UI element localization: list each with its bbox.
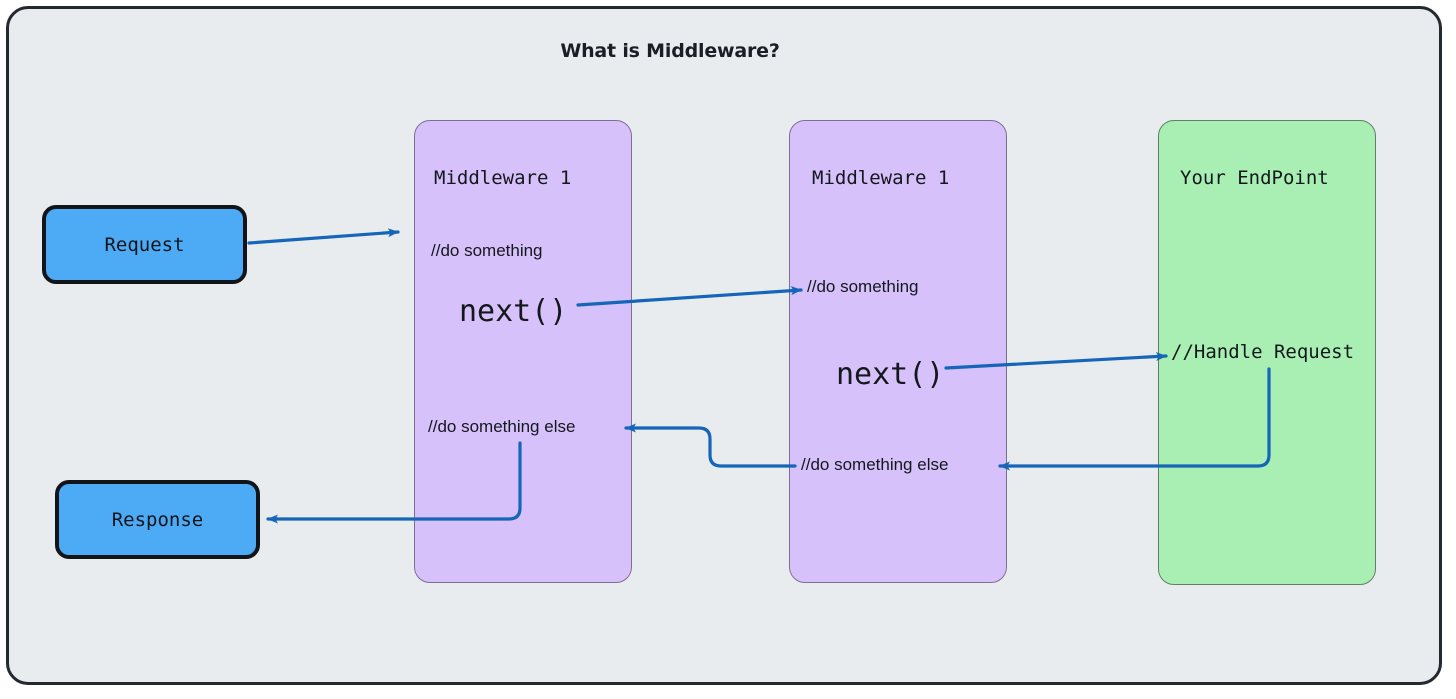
middleware-1-do-something-else: //do something else xyxy=(428,417,576,436)
middleware-1-next-call: next() xyxy=(459,294,568,329)
diagram-title: What is Middleware? xyxy=(560,40,780,62)
middleware-2-box[interactable] xyxy=(789,120,1007,583)
request-node[interactable]: Request xyxy=(42,205,247,284)
middleware-1-do-something: //do something xyxy=(431,241,543,260)
middleware-1-box[interactable] xyxy=(414,120,632,583)
endpoint-box[interactable] xyxy=(1158,120,1376,585)
endpoint-title: Your EndPoint xyxy=(1180,167,1329,189)
response-node[interactable]: Response xyxy=(55,480,260,559)
middleware-2-next-call: next() xyxy=(836,357,945,392)
middleware-2-title: Middleware 1 xyxy=(812,167,950,189)
middleware-1-title: Middleware 1 xyxy=(434,167,572,189)
request-label: Request xyxy=(104,233,185,256)
middleware-2-do-something: //do something xyxy=(807,277,919,296)
endpoint-handle-request: //Handle Request xyxy=(1171,341,1355,363)
middleware-2-do-something-else: //do something else xyxy=(801,455,949,474)
response-label: Response xyxy=(111,508,204,531)
